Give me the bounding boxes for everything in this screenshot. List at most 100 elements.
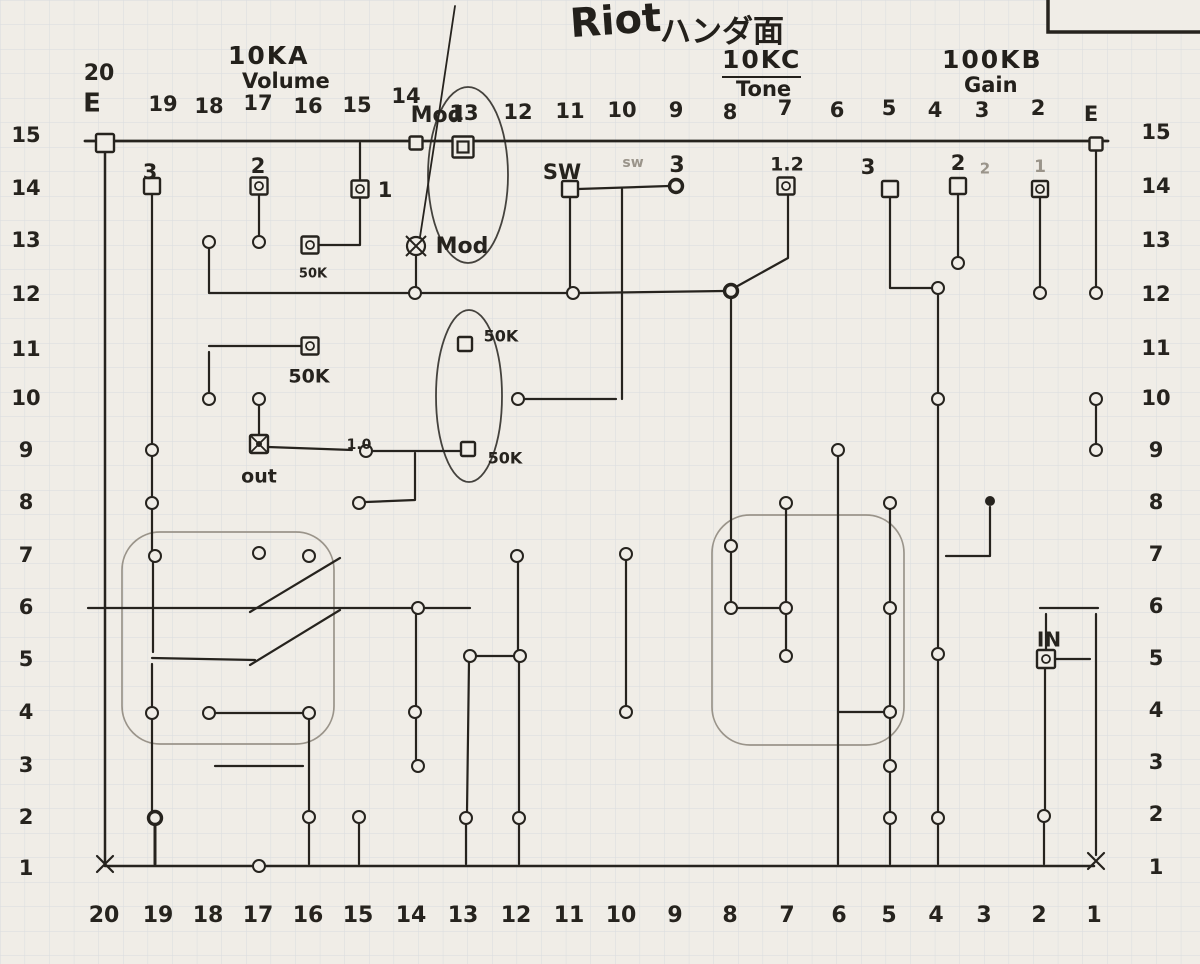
annotation-label: 3 <box>669 153 684 178</box>
axis-row-label-right: 14 <box>1141 174 1170 198</box>
annotation-label: 1 <box>378 178 393 202</box>
annotation-label: 2 <box>951 151 966 175</box>
pad-hole <box>1035 184 1045 194</box>
hole <box>512 811 526 825</box>
hole <box>145 496 159 510</box>
pad-hole <box>254 181 264 191</box>
axis-row-label-left: 14 <box>11 176 40 200</box>
axis-col-label-bottom: 17 <box>243 903 274 928</box>
axis-col-label-top: 19 <box>148 92 177 116</box>
axis-col-label-bottom: 8 <box>722 903 737 928</box>
axis-col-label-top: 5 <box>882 96 897 120</box>
hole <box>1089 443 1103 457</box>
hole <box>302 706 316 720</box>
hole <box>202 706 216 720</box>
annotation-label: sw <box>622 155 643 171</box>
axis-col-label-bottom: 1 <box>1086 903 1101 928</box>
pad-square <box>94 132 116 154</box>
hole <box>252 392 266 406</box>
x-mark <box>1086 851 1106 871</box>
hole <box>145 443 159 457</box>
axis-col-label-bottom: 3 <box>976 903 991 928</box>
annotation-label: Mod <box>436 234 489 259</box>
annotation-label: SW <box>543 160 581 184</box>
wire <box>364 451 417 504</box>
wire <box>419 5 456 238</box>
axis-row-label-right: 8 <box>1149 490 1164 514</box>
hole <box>463 649 477 663</box>
axis-row-label-left: 4 <box>19 700 34 724</box>
axis-col-label-bottom: 10 <box>606 903 637 928</box>
wire <box>888 192 933 290</box>
wire <box>248 556 342 614</box>
pot-value-volume: 10KA <box>228 41 310 70</box>
group-ellipse <box>427 86 509 264</box>
hole <box>883 705 897 719</box>
axis-row-label-left: 10 <box>11 386 40 410</box>
hole <box>931 811 945 825</box>
wire <box>150 656 257 662</box>
axis-col-label-bottom: 2 <box>1031 903 1046 928</box>
corner-paper-edge <box>1046 0 1200 34</box>
pot-label-volume: 10KA Volume <box>228 42 330 94</box>
pad-square <box>350 179 370 199</box>
axis-col-label-top: 15 <box>342 93 371 117</box>
hole <box>931 392 945 406</box>
axis-row-label-right: 9 <box>1149 438 1164 462</box>
axis-col-label-bottom: 9 <box>667 903 682 928</box>
axis-col-label-top: 16 <box>293 94 322 118</box>
axis-col-label-top: 11 <box>555 99 584 123</box>
hole <box>883 759 897 773</box>
hole <box>145 706 159 720</box>
pad-square <box>880 179 900 199</box>
axis-row-label-right: 7 <box>1149 542 1164 566</box>
axis-row-label-left: 1 <box>19 856 34 880</box>
hole <box>1033 286 1047 300</box>
axis-row-label-left: 8 <box>19 490 34 514</box>
hole <box>459 811 473 825</box>
axis-col-label-top: 10 <box>607 98 636 122</box>
hole <box>513 649 527 663</box>
hole <box>1037 809 1051 823</box>
annotation-label: Mod <box>411 103 464 128</box>
hole <box>252 235 266 249</box>
pad-hole <box>1041 654 1051 664</box>
pad-square <box>1035 648 1057 670</box>
hole <box>931 647 945 661</box>
axis-row-label-left: 5 <box>19 647 34 671</box>
wire <box>576 184 671 191</box>
axis-label-top-left: E <box>83 89 101 119</box>
axis-row-label-left: 12 <box>11 282 40 306</box>
pot-label-tone: 10KC Tone <box>722 46 802 102</box>
pad-square <box>300 235 320 255</box>
axis-col-label-top: 6 <box>830 98 845 122</box>
hole-bold <box>146 809 164 827</box>
axis-row-label-right: 3 <box>1149 750 1164 774</box>
axis-col-label-top: 13 <box>449 101 478 125</box>
hole <box>408 705 422 719</box>
axis-row-label-right: 5 <box>1149 646 1164 670</box>
hole <box>252 859 266 873</box>
pad-square <box>249 176 269 196</box>
hole <box>951 256 965 270</box>
pad-square <box>1030 179 1050 199</box>
annotation-label: 1.0 <box>347 437 372 453</box>
axis-row-label-left: 13 <box>11 228 40 252</box>
hole <box>779 649 793 663</box>
annotation-label: 2 <box>251 154 266 178</box>
axis-row-label-right: 11 <box>1141 336 1170 360</box>
pencil-group-outline <box>711 514 905 746</box>
axis-col-label-top: 12 <box>503 100 532 124</box>
axis-row-label-right: 15 <box>1141 120 1170 144</box>
pad-hole <box>781 181 791 191</box>
hole <box>883 496 897 510</box>
wire <box>207 246 411 295</box>
pad-square <box>459 440 477 458</box>
crossed-hole-x <box>405 235 427 257</box>
hole <box>411 601 425 615</box>
axis-row-label-left: 11 <box>11 337 40 361</box>
x-mark <box>95 854 115 874</box>
axis-col-label-bottom: 14 <box>396 903 427 928</box>
